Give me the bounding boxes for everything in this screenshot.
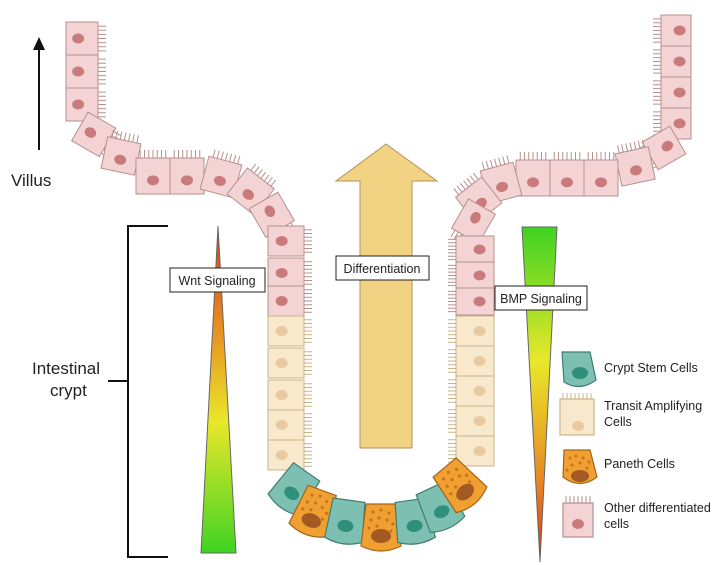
ta-cell (268, 410, 312, 440)
crypt-label-line2: crypt (50, 381, 87, 400)
diff-cell (448, 236, 494, 263)
diff-cell (136, 150, 170, 194)
diff-cell (448, 288, 494, 315)
diff-cell (550, 152, 584, 196)
legend-ta-icon (560, 393, 594, 435)
legend-stem-label: Crypt Stem Cells (604, 361, 698, 375)
legend-differentiated-label-1: Other differentiated (604, 501, 711, 515)
ta-cell (268, 316, 312, 346)
diff-cell (66, 22, 106, 55)
bmp-gradient (522, 227, 557, 562)
ta-cell (448, 346, 494, 376)
diff-cell (268, 226, 312, 256)
diff-cell (584, 152, 618, 196)
ta-cell (268, 348, 312, 378)
legend-stem-icon (562, 352, 596, 387)
legend-ta-label-1: Transit Amplifying (604, 399, 702, 413)
diff-cell (448, 262, 494, 289)
wnt-label: Wnt Signaling (178, 274, 255, 288)
diff-cell (268, 258, 312, 288)
diff-cell (516, 152, 550, 196)
ta-cell (268, 380, 312, 410)
villus-arrow (33, 37, 45, 150)
crypt-label-line1: Intestinal (32, 359, 100, 378)
ta-cell (448, 406, 494, 436)
legend-differentiated-icon (563, 496, 593, 537)
ta-cell (448, 316, 494, 346)
paneth-cell (361, 504, 401, 551)
diff-cell (268, 286, 312, 316)
legend-differentiated-label-2: cells (604, 517, 629, 531)
ta-cell (448, 376, 494, 406)
diff-cell (170, 150, 204, 194)
legend: Crypt Stem Cells Transit Amplifying Cell… (560, 352, 711, 537)
diff-cell (653, 77, 691, 108)
diff-cell (653, 46, 691, 77)
legend-paneth-label: Paneth Cells (604, 457, 675, 471)
diff-cell (66, 55, 106, 88)
differentiation-label: Differentiation (344, 262, 421, 276)
differentiation-arrow (336, 144, 437, 448)
villus-label: Villus (11, 171, 51, 190)
diff-cell (653, 15, 691, 46)
bmp-label: BMP Signaling (500, 292, 582, 306)
legend-ta-label-2: Cells (604, 415, 632, 429)
crypt-bracket (108, 226, 168, 557)
legend-paneth-icon (563, 450, 597, 484)
ta-cell (268, 440, 312, 470)
